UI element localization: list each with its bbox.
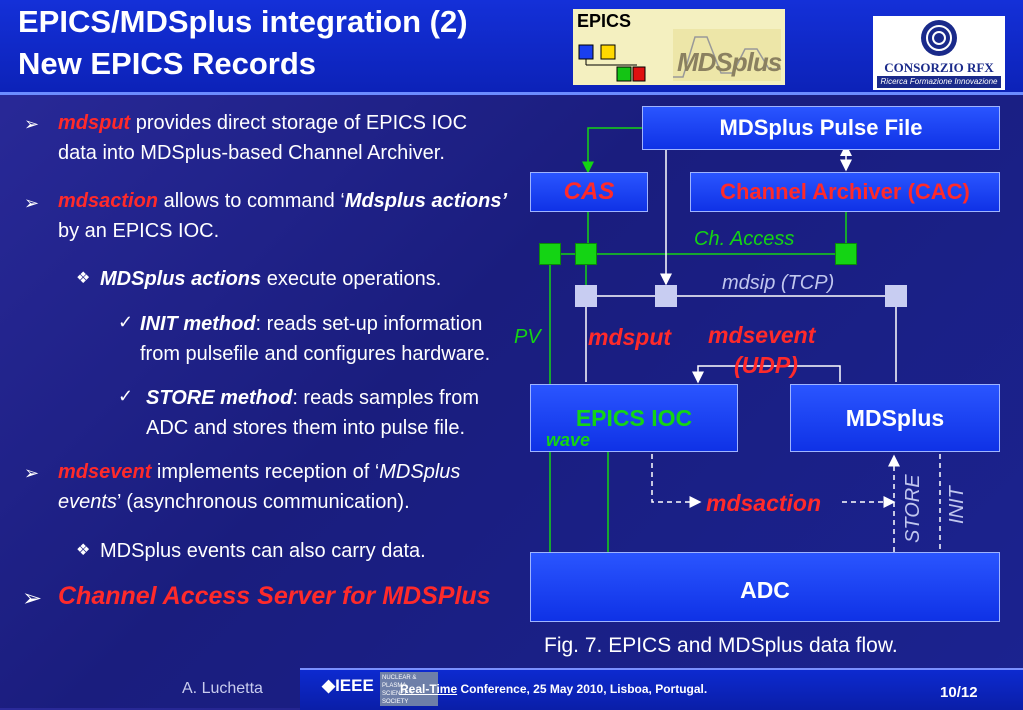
mdsplus-actions-term: Mdsplus actions xyxy=(344,190,502,212)
bullet-mdsaction-text-a: allows to command ‘ xyxy=(158,190,345,212)
footer-author: A. Luchetta xyxy=(182,680,263,697)
bullet-arrow-icon: ➢ xyxy=(22,585,43,612)
bullet-mdsput-text: provides direct storage of EPICS IOC dat… xyxy=(58,112,468,164)
current-page: 10 xyxy=(940,684,957,701)
store-label: STORE xyxy=(902,474,924,543)
mdsip-node-square xyxy=(575,285,597,307)
conference-details: Conference, 25 May 2010, Lisboa, Portuga… xyxy=(457,682,708,696)
sub-bullet-actions: MDSplus actions execute operations. xyxy=(100,264,520,294)
page-number: 10/12 xyxy=(940,684,978,701)
total-pages: /12 xyxy=(956,684,978,701)
rfx-emblem-icon xyxy=(921,20,957,56)
ieee-logo: ◆IEEE xyxy=(322,676,374,696)
init-method-text: : reads set-up information from pulsefil… xyxy=(140,313,491,365)
udp-label: (UDP) xyxy=(734,352,798,378)
adc-box: ADC xyxy=(530,552,1000,622)
mdsip-node-square xyxy=(885,285,907,307)
mdsput-keyword: mdsput xyxy=(58,112,131,134)
slide-title-line2: New EPICS Records xyxy=(18,46,317,81)
init-label: INIT xyxy=(946,486,968,524)
channel-archiver-box: Channel Archiver (CAC) xyxy=(690,172,1000,212)
figure-caption: Fig. 7. EPICS and MDSplus data flow. xyxy=(544,634,898,657)
mdsip-tcp-label: mdsip (TCP) xyxy=(722,272,835,294)
bullet-arrow-icon: ➢ xyxy=(24,193,40,213)
closing-quote: ’ xyxy=(501,190,508,212)
consorzio-rfx-logo: CONSORZIO RFX Ricerca Formazione Innovaz… xyxy=(873,16,1005,90)
nps-society-logo: NUCLEAR & PLASMA SCIENCES SOCIETY xyxy=(380,672,438,706)
mdsplus-actions-heading: MDSplus actions xyxy=(100,268,262,290)
mdsput-label: mdsput xyxy=(588,324,672,350)
mdsplus-logo: MDSplus xyxy=(673,29,782,81)
cas-box: CAS xyxy=(530,172,648,212)
mdsaction-label: mdsaction xyxy=(706,490,822,516)
mdsevent-label: mdsevent xyxy=(708,322,816,348)
footer-conference: Real-Time Conference, 25 May 2010, Lisbo… xyxy=(400,682,707,696)
bullet-mdsevent: mdsevent implements reception of ‘MDSplu… xyxy=(58,457,508,517)
ieee-logo-text: IEEE xyxy=(335,676,374,695)
mdsip-node-square xyxy=(655,285,677,307)
epics-network-icon xyxy=(578,44,646,82)
mdsplus-box: MDSplus xyxy=(790,384,1000,452)
mdsplus-wave-icon xyxy=(673,36,781,78)
sub-bullet-actions-text: execute operations. xyxy=(261,268,442,290)
mdsplus-logo-text: MDSplus xyxy=(677,47,782,77)
bullet-mdsevent-text-a: implements reception of ‘ xyxy=(151,461,380,483)
mdsevent-keyword: mdsevent xyxy=(58,461,152,483)
diamond-bullet-icon: ❖ xyxy=(76,270,91,287)
mdsaction-keyword: mdsaction xyxy=(58,190,159,212)
bullet-arrow-icon: ➢ xyxy=(24,463,40,483)
sub-bullet-events-data: MDSplus events can also carry data. xyxy=(100,540,426,562)
header-divider xyxy=(0,92,1023,95)
ca-node-square xyxy=(575,243,597,265)
consorzio-tagline: Ricerca Formazione Innovazione xyxy=(877,76,1001,88)
init-method-item: INIT method: reads set-up information fr… xyxy=(140,309,525,369)
init-method-term: INIT method xyxy=(140,313,256,335)
consorzio-name: CONSORZIO RFX xyxy=(884,60,994,75)
pv-label: PV xyxy=(514,326,541,348)
epics-logo-text: EPICS xyxy=(577,11,632,31)
ieee-diamond-icon: ◆ xyxy=(322,676,336,695)
bullet-mdsaction-text-b: by an EPICS IOC. xyxy=(58,220,220,242)
store-method-item: STORE method: reads samples from ADC and… xyxy=(146,383,516,443)
epics-mdsplus-logo: EPICS MDSplus xyxy=(573,9,785,85)
bullet-mdsput: mdsput provides direct storage of EPICS … xyxy=(58,108,508,168)
checkmark-icon: ✓ xyxy=(118,312,134,332)
ch-access-label: Ch. Access xyxy=(694,228,795,250)
wave-label: wave xyxy=(546,430,591,450)
store-method-term: STORE method xyxy=(146,387,293,409)
header-bar xyxy=(0,0,1023,92)
ca-node-square xyxy=(835,243,857,265)
conference-name: Real-Time xyxy=(400,682,458,696)
ca-node-square xyxy=(539,243,561,265)
diamond-bullet-icon: ❖ xyxy=(76,542,91,559)
bullet-arrow-icon: ➢ xyxy=(24,114,40,134)
bullet-channel-access-server: Channel Access Server for MDSPlus xyxy=(58,582,491,610)
epics-ioc-box: EPICS IOC xyxy=(530,384,738,452)
bullet-mdsaction: mdsaction allows to command ‘Mdsplus act… xyxy=(58,186,508,246)
slide-title-line1: EPICS/MDSplus integration (2) xyxy=(18,4,468,39)
checkmark-icon: ✓ xyxy=(118,386,134,406)
store-method-text: : reads samples from ADC and stores them… xyxy=(146,387,480,439)
mdsplus-events-term: MDSplus events xyxy=(58,461,461,513)
mdsplus-pulse-file-box: MDSplus Pulse File xyxy=(642,106,1000,150)
bullet-mdsevent-text-b: ’ (asynchronous communication). xyxy=(116,491,410,513)
